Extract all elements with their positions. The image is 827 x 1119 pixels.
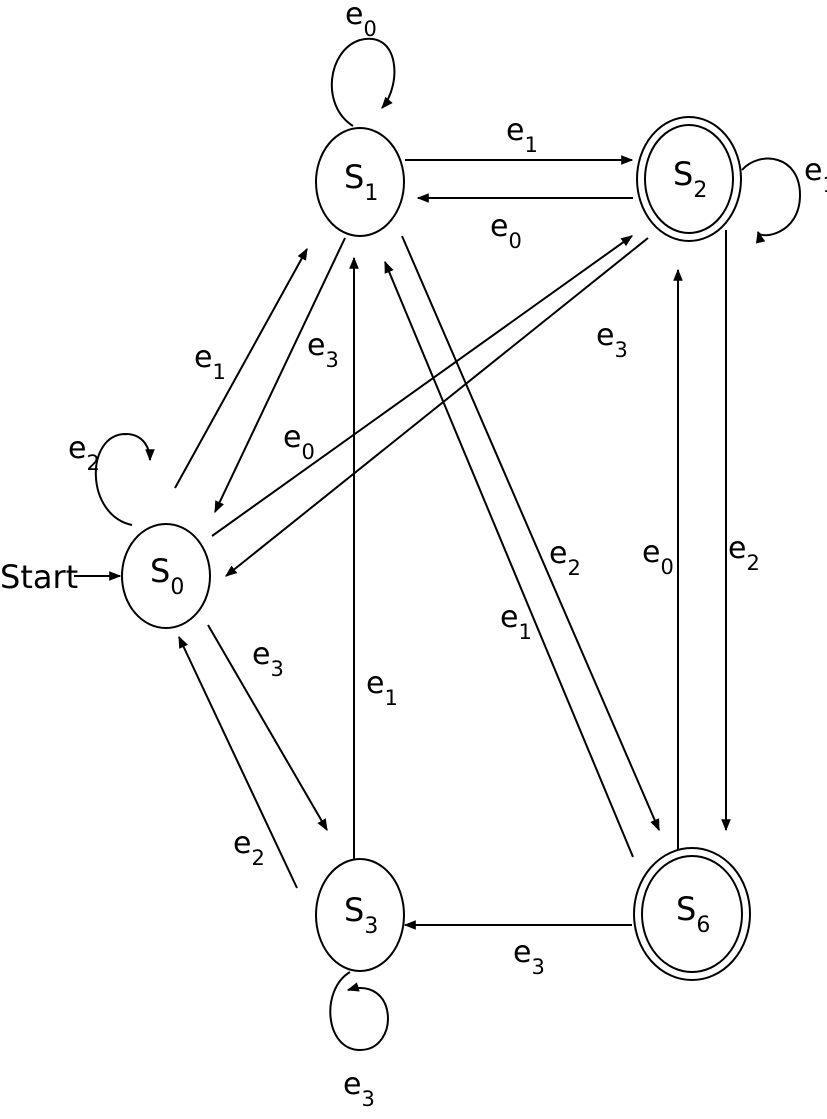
transition-label-s1-to-s6: e2 — [549, 536, 581, 580]
transition-label-s3-to-s3: e3 — [343, 1067, 375, 1111]
start-label: Start — [0, 558, 78, 596]
transition-arrow-s6-to-s1 — [384, 260, 634, 858]
transition-label-s1-to-s2: e1 — [506, 113, 538, 157]
transition-label-s0-to-s1: e1 — [194, 340, 226, 384]
transition-arrow-s1-to-s6 — [401, 235, 660, 832]
transition-arrow-s3-to-s0 — [178, 635, 298, 889]
transition-label-s6-to-s2: e0 — [642, 535, 674, 579]
transition-edges — [74, 37, 802, 1052]
transition-label-s6-to-s1: e1 — [500, 600, 532, 644]
accepting-ring-s2 — [644, 124, 734, 234]
transition-label-s0-to-s3: e3 — [252, 637, 284, 681]
state-s2: S2 — [636, 116, 742, 242]
transition-arrow-s0-to-s2 — [211, 235, 633, 537]
transition-arrow-s2-to-s0 — [225, 237, 649, 577]
transition-label-s0-to-s0: e2 — [68, 431, 100, 475]
transition-label-s0-to-s2: e0 — [283, 420, 315, 464]
transition-label-s2-to-s1: e0 — [490, 209, 522, 253]
transition-arrow-s1-to-s0 — [214, 237, 346, 514]
transition-arrow-s0-to-s3 — [207, 624, 328, 832]
transition-label-s2-to-s0: e3 — [596, 318, 628, 362]
state-s3: S3 — [315, 858, 405, 972]
state-s6: S6 — [633, 847, 751, 981]
transition-label-s2-to-s6: e2 — [728, 531, 760, 575]
state-s1: S1 — [315, 127, 405, 237]
transition-label-s3-to-s1: e1 — [366, 666, 398, 710]
transition-label-s1-to-s0: e3 — [307, 328, 339, 372]
transition-arrow-s3-to-s3 — [329, 971, 389, 1052]
transition-label-s1-to-s1: e0 — [345, 0, 377, 41]
transition-label-s6-to-s3: e3 — [513, 935, 545, 979]
state-label-s0: S0 — [150, 552, 184, 600]
transition-label-s2-to-s2: e1 — [804, 153, 827, 197]
accepting-ring-s6 — [641, 855, 743, 973]
state-circle-s3 — [315, 858, 405, 972]
state-label-s6: S6 — [676, 890, 710, 938]
state-label-s3: S3 — [344, 891, 378, 939]
state-s0: S0 — [121, 523, 211, 629]
transition-arrow-s2-to-s2 — [741, 157, 802, 244]
state-circle-s6 — [633, 847, 751, 981]
state-circle-s1 — [315, 127, 405, 237]
transition-label-s3-to-s0: e2 — [233, 826, 265, 870]
transition-arrow-s1-to-s1 — [330, 37, 396, 127]
state-circle-s0 — [121, 523, 211, 629]
state-label-s2: S2 — [673, 155, 707, 203]
state-label-s1: S1 — [344, 158, 378, 206]
transition-arrow-s0-to-s0 — [94, 432, 155, 526]
transition-arrow-s0-to-s1 — [174, 247, 308, 489]
state-circle-s2 — [636, 116, 742, 242]
